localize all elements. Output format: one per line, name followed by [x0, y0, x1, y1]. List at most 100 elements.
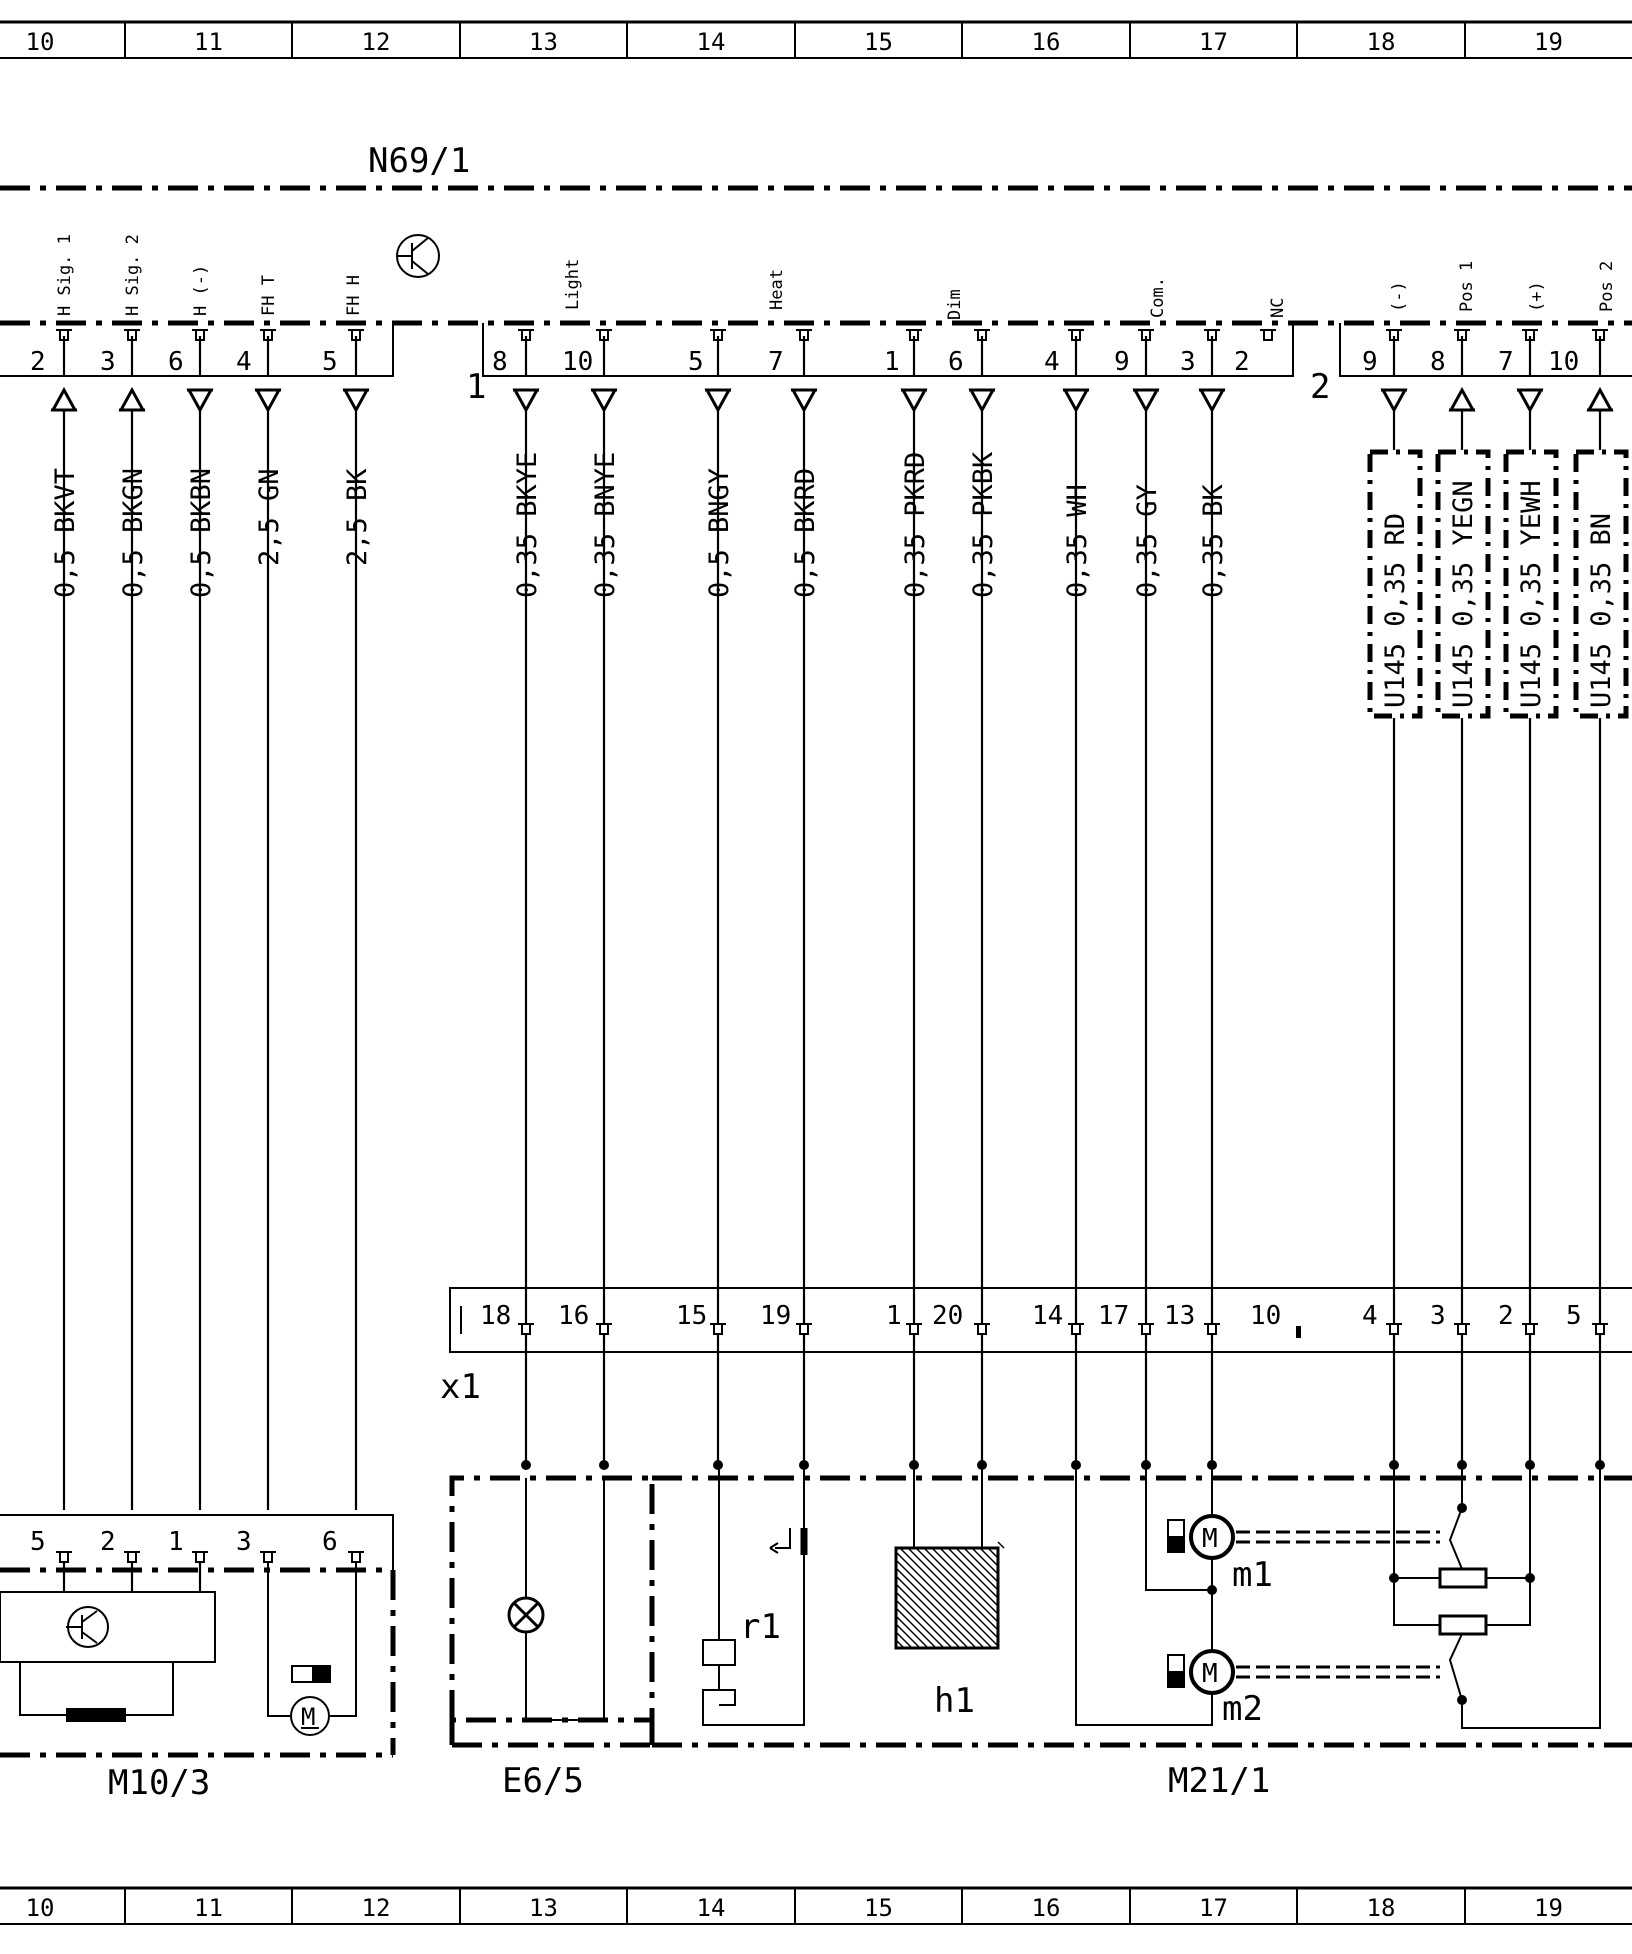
m21-component: r1 h1 M M m1 m2 [449, 1465, 1632, 1801]
pin-label: 8 [492, 347, 508, 377]
wire-label: 0,35 GY [1132, 484, 1163, 598]
pin-label: 18 [480, 1301, 511, 1331]
indicator-icon [291, 1665, 331, 1683]
grid-column-label: 13 [529, 28, 558, 56]
pin-label: 10 [1548, 347, 1579, 377]
signal-label: (-) [1389, 281, 1409, 312]
grid-column-label: 10 [26, 28, 55, 56]
resistor-icon [66, 1708, 126, 1722]
heating-element-icon [894, 1541, 1005, 1650]
lamp-icon [507, 1596, 545, 1634]
grid-column-label: 19 [1534, 1894, 1563, 1922]
signal-label: NC [1268, 298, 1288, 318]
pin-label: 1 [168, 1527, 184, 1557]
wire-label: 0,5 BKBN [186, 468, 217, 598]
signal-label: (+) [1527, 281, 1547, 312]
wire-label: U145 0,35 RD [1380, 513, 1411, 708]
grid-column-label: 12 [362, 28, 391, 56]
wire-label: 0,35 PKBK [968, 451, 999, 598]
pin-label: 7 [1498, 347, 1514, 377]
pin-label: 3 [236, 1527, 252, 1557]
signal-label: Light [563, 259, 583, 310]
pin-label: 2 [1234, 347, 1250, 377]
pin-label: 19 [760, 1301, 791, 1331]
wire-label: 0,5 BNGY [704, 468, 735, 598]
connector1-label: 1 [466, 367, 486, 407]
pin-label: 17 [1098, 1301, 1129, 1331]
pin-label: 7 [768, 347, 784, 377]
pin-label: 4 [1044, 347, 1060, 377]
signal-label: H (-) [191, 265, 211, 316]
wire-label: 2,5 GN [254, 468, 285, 566]
pin-label: 5 [688, 347, 704, 377]
pin-label: 2 [30, 347, 46, 377]
grid-column-label: 16 [1032, 28, 1061, 56]
pin-label: 16 [558, 1301, 589, 1331]
pin-label: 1 [884, 347, 900, 377]
pin-label: 2 [1498, 1301, 1514, 1331]
grid-column-label: 14 [697, 28, 726, 56]
grid-column-label: 15 [864, 1894, 893, 1922]
wire-label: 0,5 BKRD [790, 468, 821, 598]
m2-label: m2 [1222, 1689, 1263, 1729]
n69-label: N69/1 [368, 141, 470, 181]
e6-component: E6/5 [449, 1475, 655, 1801]
wire-label: 0,35 PKRD [900, 452, 931, 598]
potentiometer-icon [1438, 1567, 1488, 1589]
motor-icon: M [1189, 1649, 1235, 1695]
wire-label: 2,5 BK [342, 468, 373, 566]
pin-label: 5 [1566, 1301, 1582, 1331]
signal-label: Heat [767, 269, 787, 310]
grid-column-label: 15 [864, 28, 893, 56]
indicator-icon [1167, 1519, 1185, 1688]
grid-column-label: 10 [26, 1894, 55, 1922]
grid-column-label: 12 [362, 1894, 391, 1922]
mechanical-link [1236, 1530, 1440, 1679]
pin-label: 3 [1180, 347, 1196, 377]
grid-column-label: 16 [1032, 1894, 1061, 1922]
motor-icon: M [290, 1696, 330, 1736]
wire-label: U145 0,35 YEWH [1516, 480, 1547, 708]
connector2-label: 2 [1310, 367, 1330, 407]
grid-column-label: 17 [1199, 1894, 1228, 1922]
pin-label: 9 [1114, 347, 1130, 377]
pin-label: 5 [322, 347, 338, 377]
pin-label: 8 [1430, 347, 1446, 377]
motor-icon: M [1189, 1514, 1235, 1560]
connector2-bracket [1339, 323, 1632, 377]
pin-label: 15 [676, 1301, 707, 1331]
transistor-icon [66, 1606, 109, 1648]
pin-label: 14 [1032, 1301, 1063, 1331]
x1-label: x1 [440, 1367, 481, 1407]
x1-connector: x1 10 [440, 1287, 1632, 1407]
transistor-icon [396, 234, 440, 278]
grid-column-label: 18 [1367, 28, 1396, 56]
wire-label: 0,35 WH [1062, 484, 1093, 598]
grid-column-label: 19 [1534, 28, 1563, 56]
wire-label: 0,35 BK [1198, 483, 1229, 598]
h1-label: h1 [934, 1681, 975, 1721]
x1-pin-10-marker [1296, 1326, 1301, 1338]
wire-label: 0,35 BNYE [590, 452, 621, 598]
svg-text:M: M [1202, 1524, 1218, 1554]
wire-label: U145 0,35 BN [1586, 513, 1617, 708]
pin-label: 20 [932, 1301, 963, 1331]
pin-label: 4 [236, 347, 252, 377]
m21-label: M21/1 [1168, 1761, 1270, 1801]
r1-label: r1 [740, 1607, 781, 1647]
signal-label: H Sig. 2 [123, 234, 143, 316]
signal-label: Dim [945, 289, 965, 320]
pin-label: 10 [1250, 1301, 1281, 1331]
wire-label: 0,5 BKVT [50, 468, 81, 598]
pin-label: 3 [100, 347, 116, 377]
m1-label: m1 [1232, 1555, 1273, 1595]
pin-label: 3 [1430, 1301, 1446, 1331]
signal-label: H Sig. 1 [55, 234, 75, 316]
signal-label: Com. [1148, 277, 1168, 318]
pin-label: 4 [1362, 1301, 1378, 1331]
